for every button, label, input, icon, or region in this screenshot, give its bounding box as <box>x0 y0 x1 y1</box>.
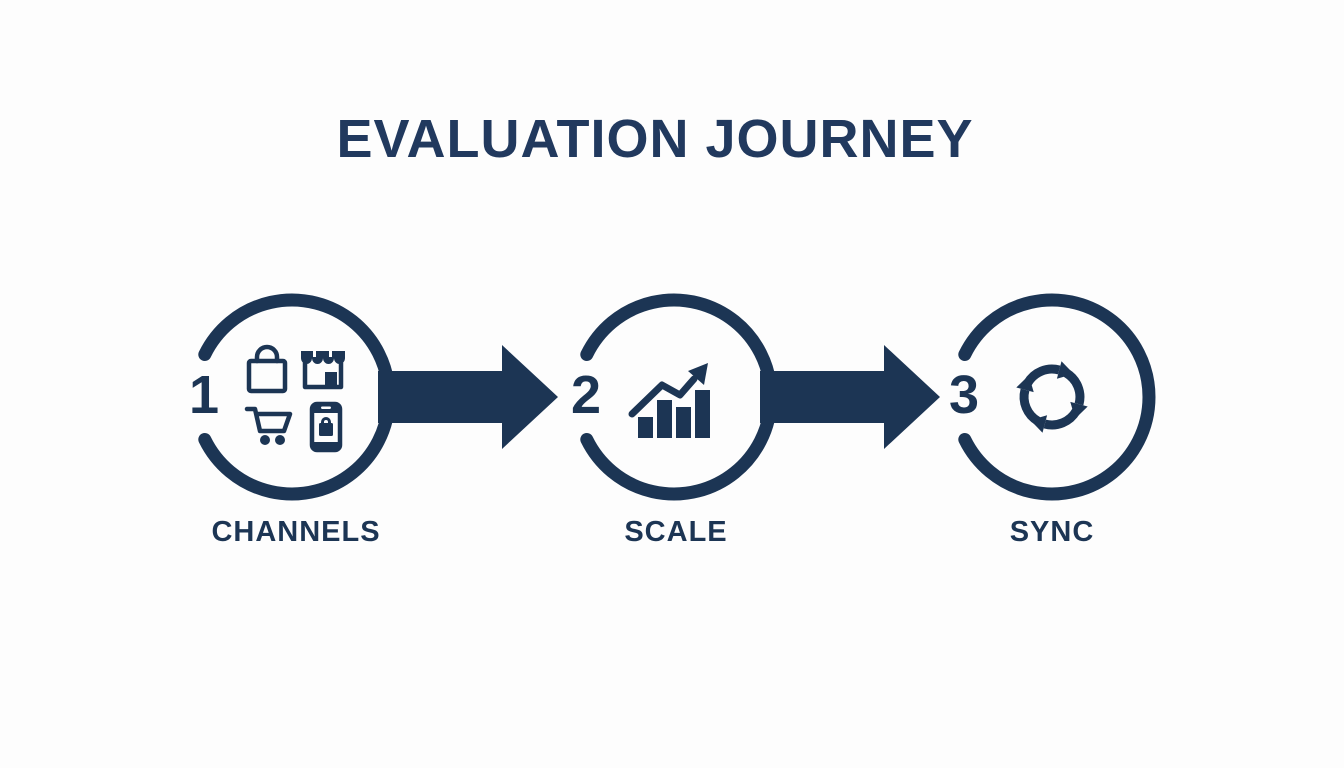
step-1-circle: 1 <box>189 293 396 501</box>
step-label-scale: SCALE <box>624 516 728 548</box>
step-label-sync: SYNC <box>1009 516 1095 548</box>
growth-chart-icon <box>628 363 710 438</box>
page-title: EVALUATION JOURNEY <box>336 109 974 169</box>
channels-icon-cluster <box>244 344 345 453</box>
step-3-circle: 3 <box>949 293 1156 501</box>
step-number: 2 <box>571 365 601 425</box>
arrow-right-icon <box>760 345 940 449</box>
step-2-circle: 2 <box>571 293 778 501</box>
step-number: 1 <box>189 365 219 425</box>
sync-cycle-icon <box>1016 361 1087 432</box>
arrow-right-icon <box>378 345 558 449</box>
shopping-cart-icon <box>244 406 293 445</box>
step-ring <box>958 293 1156 501</box>
step-label-channels: CHANNELS <box>211 516 381 548</box>
mobile-shopping-icon <box>309 401 343 453</box>
step-number: 3 <box>949 365 979 425</box>
step-ring <box>198 293 396 501</box>
shopping-bag-icon <box>246 344 288 394</box>
storefront-icon <box>301 351 345 390</box>
